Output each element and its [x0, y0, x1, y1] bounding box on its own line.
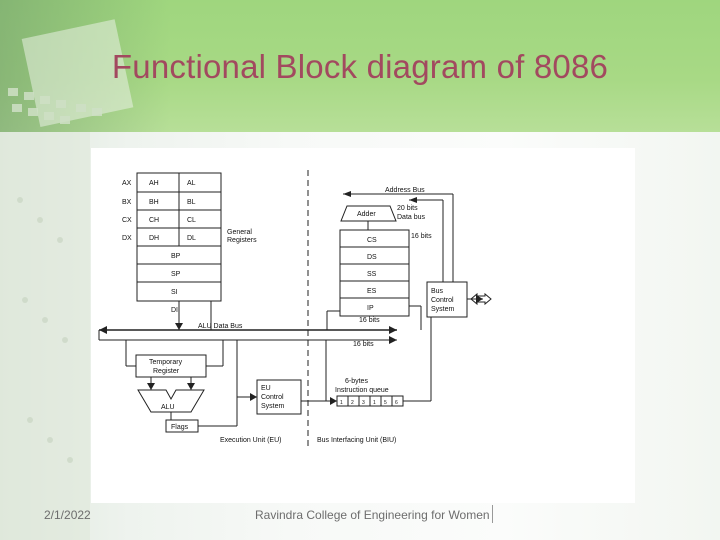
bits-16-label: 16 bits [353, 341, 374, 348]
eu-control-label: System [261, 403, 285, 410]
segment-register-box [339, 229, 410, 317]
eu-label: Execution Unit (EU) [220, 437, 281, 444]
register-low-label: DL [187, 235, 196, 242]
general-registers-label: Registers [227, 237, 257, 244]
footer-divider [492, 505, 502, 523]
flags-label: Flags [171, 424, 189, 431]
register-pair-label: CX [122, 217, 132, 224]
footer-date: 2/1/2022 [44, 508, 91, 522]
eu-control-label: Control [261, 394, 284, 401]
queue-cell-label: 2 [351, 400, 354, 406]
segment-register-label: CS [367, 237, 377, 244]
segment-register-label: DS [367, 254, 377, 261]
register-low-label: BL [187, 199, 196, 206]
bus-control-label: Bus [431, 288, 444, 295]
register-low-label: CL [187, 217, 196, 224]
bits-16-label: 16 bits [359, 317, 380, 324]
bus-control-label: Control [431, 297, 454, 304]
data-bus-label: Data bus [397, 214, 426, 221]
bus-control-label: System [431, 306, 455, 313]
slide-title: Functional Block diagram of 8086 [111, 48, 609, 85]
address-bus-label: Address Bus [385, 187, 425, 194]
block-diagram: AX BX CX DX AH BH CH DH AL BL CL DL BP S… [98, 170, 492, 446]
temporary-register-label: Temporary [149, 359, 183, 366]
register-high-label: BH [149, 199, 159, 206]
pointer-register-label: SP [171, 271, 181, 278]
adder-label: Adder [357, 211, 376, 218]
alu-data-bus-label: ALU Data Bus [198, 323, 243, 330]
register-pair-label: BX [122, 199, 132, 206]
queue-cell-label: 1 [340, 400, 343, 406]
chip-decoration-image [0, 0, 170, 540]
queue-cell-label: 6 [395, 400, 398, 406]
queue-label: Instruction queue [335, 387, 389, 394]
register-high-label: CH [149, 217, 159, 224]
queue-cell-label: 1 [373, 400, 376, 406]
footer-college: Ravindra College of Engineering for Wome… [255, 508, 490, 522]
segment-register-label: SS [367, 271, 377, 278]
register-low-label: AL [187, 180, 196, 187]
register-high-label: DH [149, 235, 159, 242]
pointer-register-label: SI [171, 289, 178, 296]
system-bus-arrow [470, 292, 492, 306]
general-registers-label: General [227, 229, 252, 236]
segment-register-label: IP [367, 305, 374, 312]
biu-label: Bus Interfacing Unit (BIU) [317, 437, 396, 444]
eu-control-label: EU [261, 385, 271, 392]
alu-block [137, 389, 205, 413]
block-diagram-panel: AX BX CX DX AH BH CH DH AL BL CL DL BP S… [91, 148, 635, 503]
adder-block [340, 205, 397, 222]
register-high-label: AH [149, 180, 159, 187]
bits-16-label: 16 bits [411, 233, 432, 240]
queue-cell-label: 3 [362, 400, 365, 406]
temporary-register-label: Register [153, 368, 180, 375]
queue-cell-label: 5 [384, 400, 387, 406]
alu-label: ALU [161, 404, 175, 411]
register-pair-label: DX [122, 235, 132, 242]
segment-register-label: ES [367, 288, 377, 295]
register-pair-label: AX [122, 180, 132, 187]
pointer-register-label: BP [171, 253, 181, 260]
pointer-register-label: DI [171, 307, 178, 314]
queue-label: 6-bytes [345, 378, 368, 385]
bits-20-label: 20 bits [397, 205, 418, 212]
